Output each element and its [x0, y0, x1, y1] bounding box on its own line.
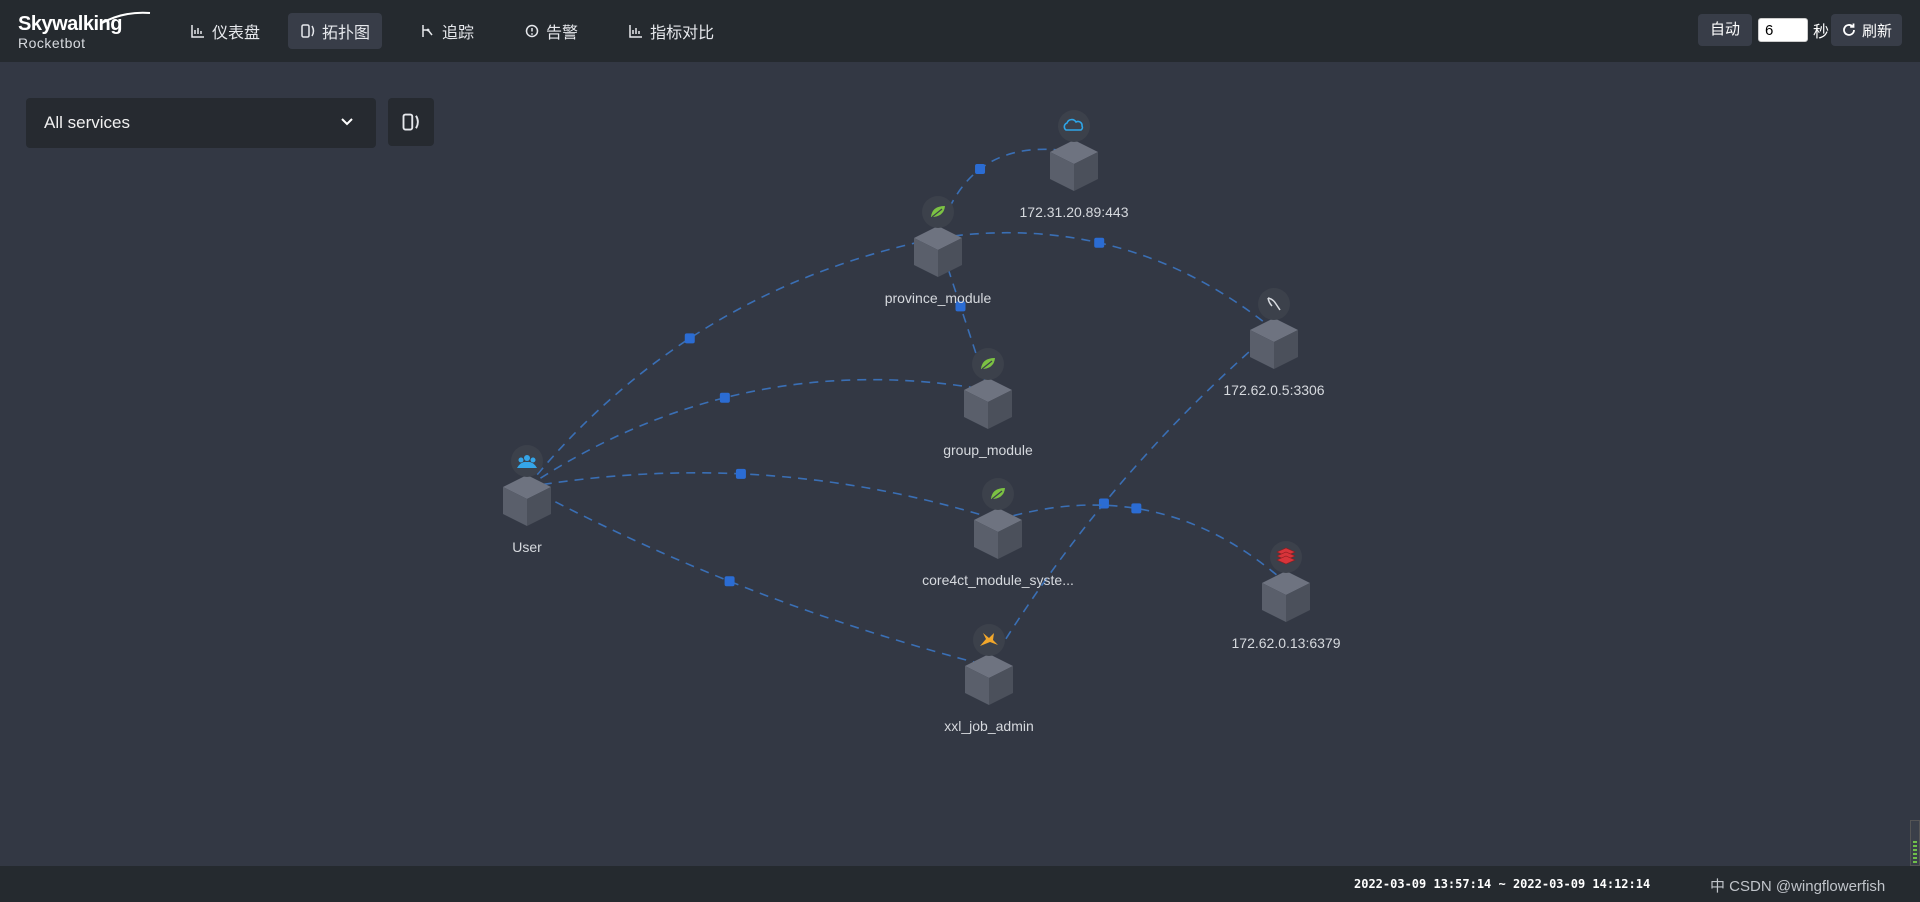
topology-node-ext443[interactable]: 172.31.20.89:443: [1020, 110, 1129, 220]
spring-leaf-icon: [982, 478, 1014, 510]
users-icon: [511, 445, 543, 477]
edge-marker-user-group[interactable]: [719, 392, 730, 403]
node-label: core4ct_module_syste...: [922, 572, 1074, 588]
topology-layout-button[interactable]: [388, 98, 434, 146]
node-label: xxl_job_admin: [944, 718, 1034, 734]
node-label: 172.62.0.5:3306: [1223, 382, 1324, 398]
main-nav: 仪表盘 拓扑图 追踪 告警 指标对比: [178, 13, 752, 49]
topology-node-mysql[interactable]: 172.62.0.5:3306: [1223, 288, 1325, 398]
topology-node-group[interactable]: group_module: [943, 348, 1033, 458]
topology-node-core[interactable]: core4ct_module_syste...: [922, 478, 1074, 588]
topology-node-redis[interactable]: 172.62.0.13:6379: [1232, 541, 1341, 651]
logo-text: Skywalking: [18, 13, 122, 35]
nav-dashboard-label: 仪表盘: [212, 25, 261, 42]
edge-marker-user-xxl[interactable]: [724, 576, 735, 587]
service-select[interactable]: All services: [26, 98, 376, 148]
edge-marker-user-province[interactable]: [684, 333, 695, 344]
nodes-layer: User province_module 172.31.20.89:443 group…: [503, 110, 1341, 734]
edge-user-province[interactable]: [526, 237, 939, 488]
topology-icon: [402, 113, 419, 131]
nav-dashboard[interactable]: 仪表盘: [178, 13, 272, 49]
mysql-dolphin-icon: [1258, 288, 1290, 320]
refresh-button[interactable]: 刷新: [1830, 14, 1902, 46]
edge-user-core[interactable]: [526, 472, 999, 521]
chart-icon: [191, 25, 204, 38]
trace-icon: [422, 25, 433, 37]
edge-marker-user-core[interactable]: [735, 468, 746, 479]
nav-trace[interactable]: 追踪: [408, 13, 486, 49]
edge-marker-xxl-mysql[interactable]: [1098, 498, 1109, 509]
seconds-label: 秒: [1812, 24, 1829, 41]
edge-marker-province-ext443[interactable]: [975, 164, 986, 175]
nav-trace-label: 追踪: [442, 25, 475, 42]
logo-swoosh-icon: [101, 11, 151, 24]
node-label: 172.31.20.89:443: [1020, 204, 1129, 220]
edge-marker-province-mysql[interactable]: [1094, 237, 1105, 248]
topology-node-user[interactable]: User: [503, 445, 551, 555]
logo-subtitle: Rocketbot: [18, 35, 86, 51]
header-controls: 自动 秒 刷新: [1697, 14, 1902, 46]
top-header: Skywalking Rocketbot 仪表盘 拓扑图 追踪 告警 指标对比 …: [0, 0, 1920, 62]
refresh-interval-input[interactable]: [1757, 18, 1808, 42]
compare-chart-icon: [629, 25, 643, 38]
topology-node-province[interactable]: province_module: [885, 196, 992, 306]
nav-alarm[interactable]: 告警: [512, 13, 590, 49]
nav-alarm-label: 告警: [546, 25, 579, 42]
edge-user-xxl[interactable]: [526, 486, 990, 667]
tomcat-icon: [973, 624, 1005, 656]
spring-leaf-icon: [972, 348, 1004, 380]
edge-user-group[interactable]: [526, 378, 989, 488]
refresh-icon: [1843, 23, 1855, 36]
chevron-down-icon: [341, 118, 353, 126]
nav-compare-label: 指标对比: [650, 25, 715, 42]
service-select-value: All services: [44, 113, 130, 132]
edge-xxl-mysql[interactable]: [988, 329, 1275, 667]
nav-topology[interactable]: 拓扑图: [288, 13, 383, 49]
auto-refresh-button[interactable]: 自动: [1697, 14, 1752, 46]
node-label: User: [512, 539, 542, 555]
footer-bar: 2022-03-09 13:57:14 ~ 2022-03-09 14:12:1…: [0, 866, 1920, 902]
refresh-label: 刷新: [1861, 22, 1892, 40]
time-range[interactable]: 2022-03-09 13:57:14 ~ 2022-03-09 14:12:1…: [1354, 877, 1651, 891]
nav-compare[interactable]: 指标对比: [616, 13, 726, 49]
node-label: 172.62.0.13:6379: [1232, 635, 1341, 651]
alarm-icon: [525, 24, 539, 38]
footer-watermark: 中 CSDN @wingflowerfish: [1710, 878, 1886, 895]
topology-icon: [301, 24, 315, 38]
edge-province-mysql[interactable]: [937, 231, 1275, 331]
nav-topology-label: 拓扑图: [322, 25, 371, 42]
cloud-icon: [1058, 110, 1090, 142]
node-label: province_module: [885, 290, 992, 306]
spring-leaf-icon: [922, 196, 954, 228]
side-scroll-meter[interactable]: [1910, 820, 1920, 866]
logo: Skywalking Rocketbot: [18, 11, 151, 51]
edges-layer: [526, 148, 1287, 667]
node-label: group_module: [943, 442, 1033, 458]
edge-marker-core-redis[interactable]: [1131, 503, 1142, 514]
topology-node-xxl[interactable]: xxl_job_admin: [944, 624, 1034, 734]
redis-icon: [1270, 541, 1302, 573]
edge-marker-province-group[interactable]: [955, 301, 966, 312]
